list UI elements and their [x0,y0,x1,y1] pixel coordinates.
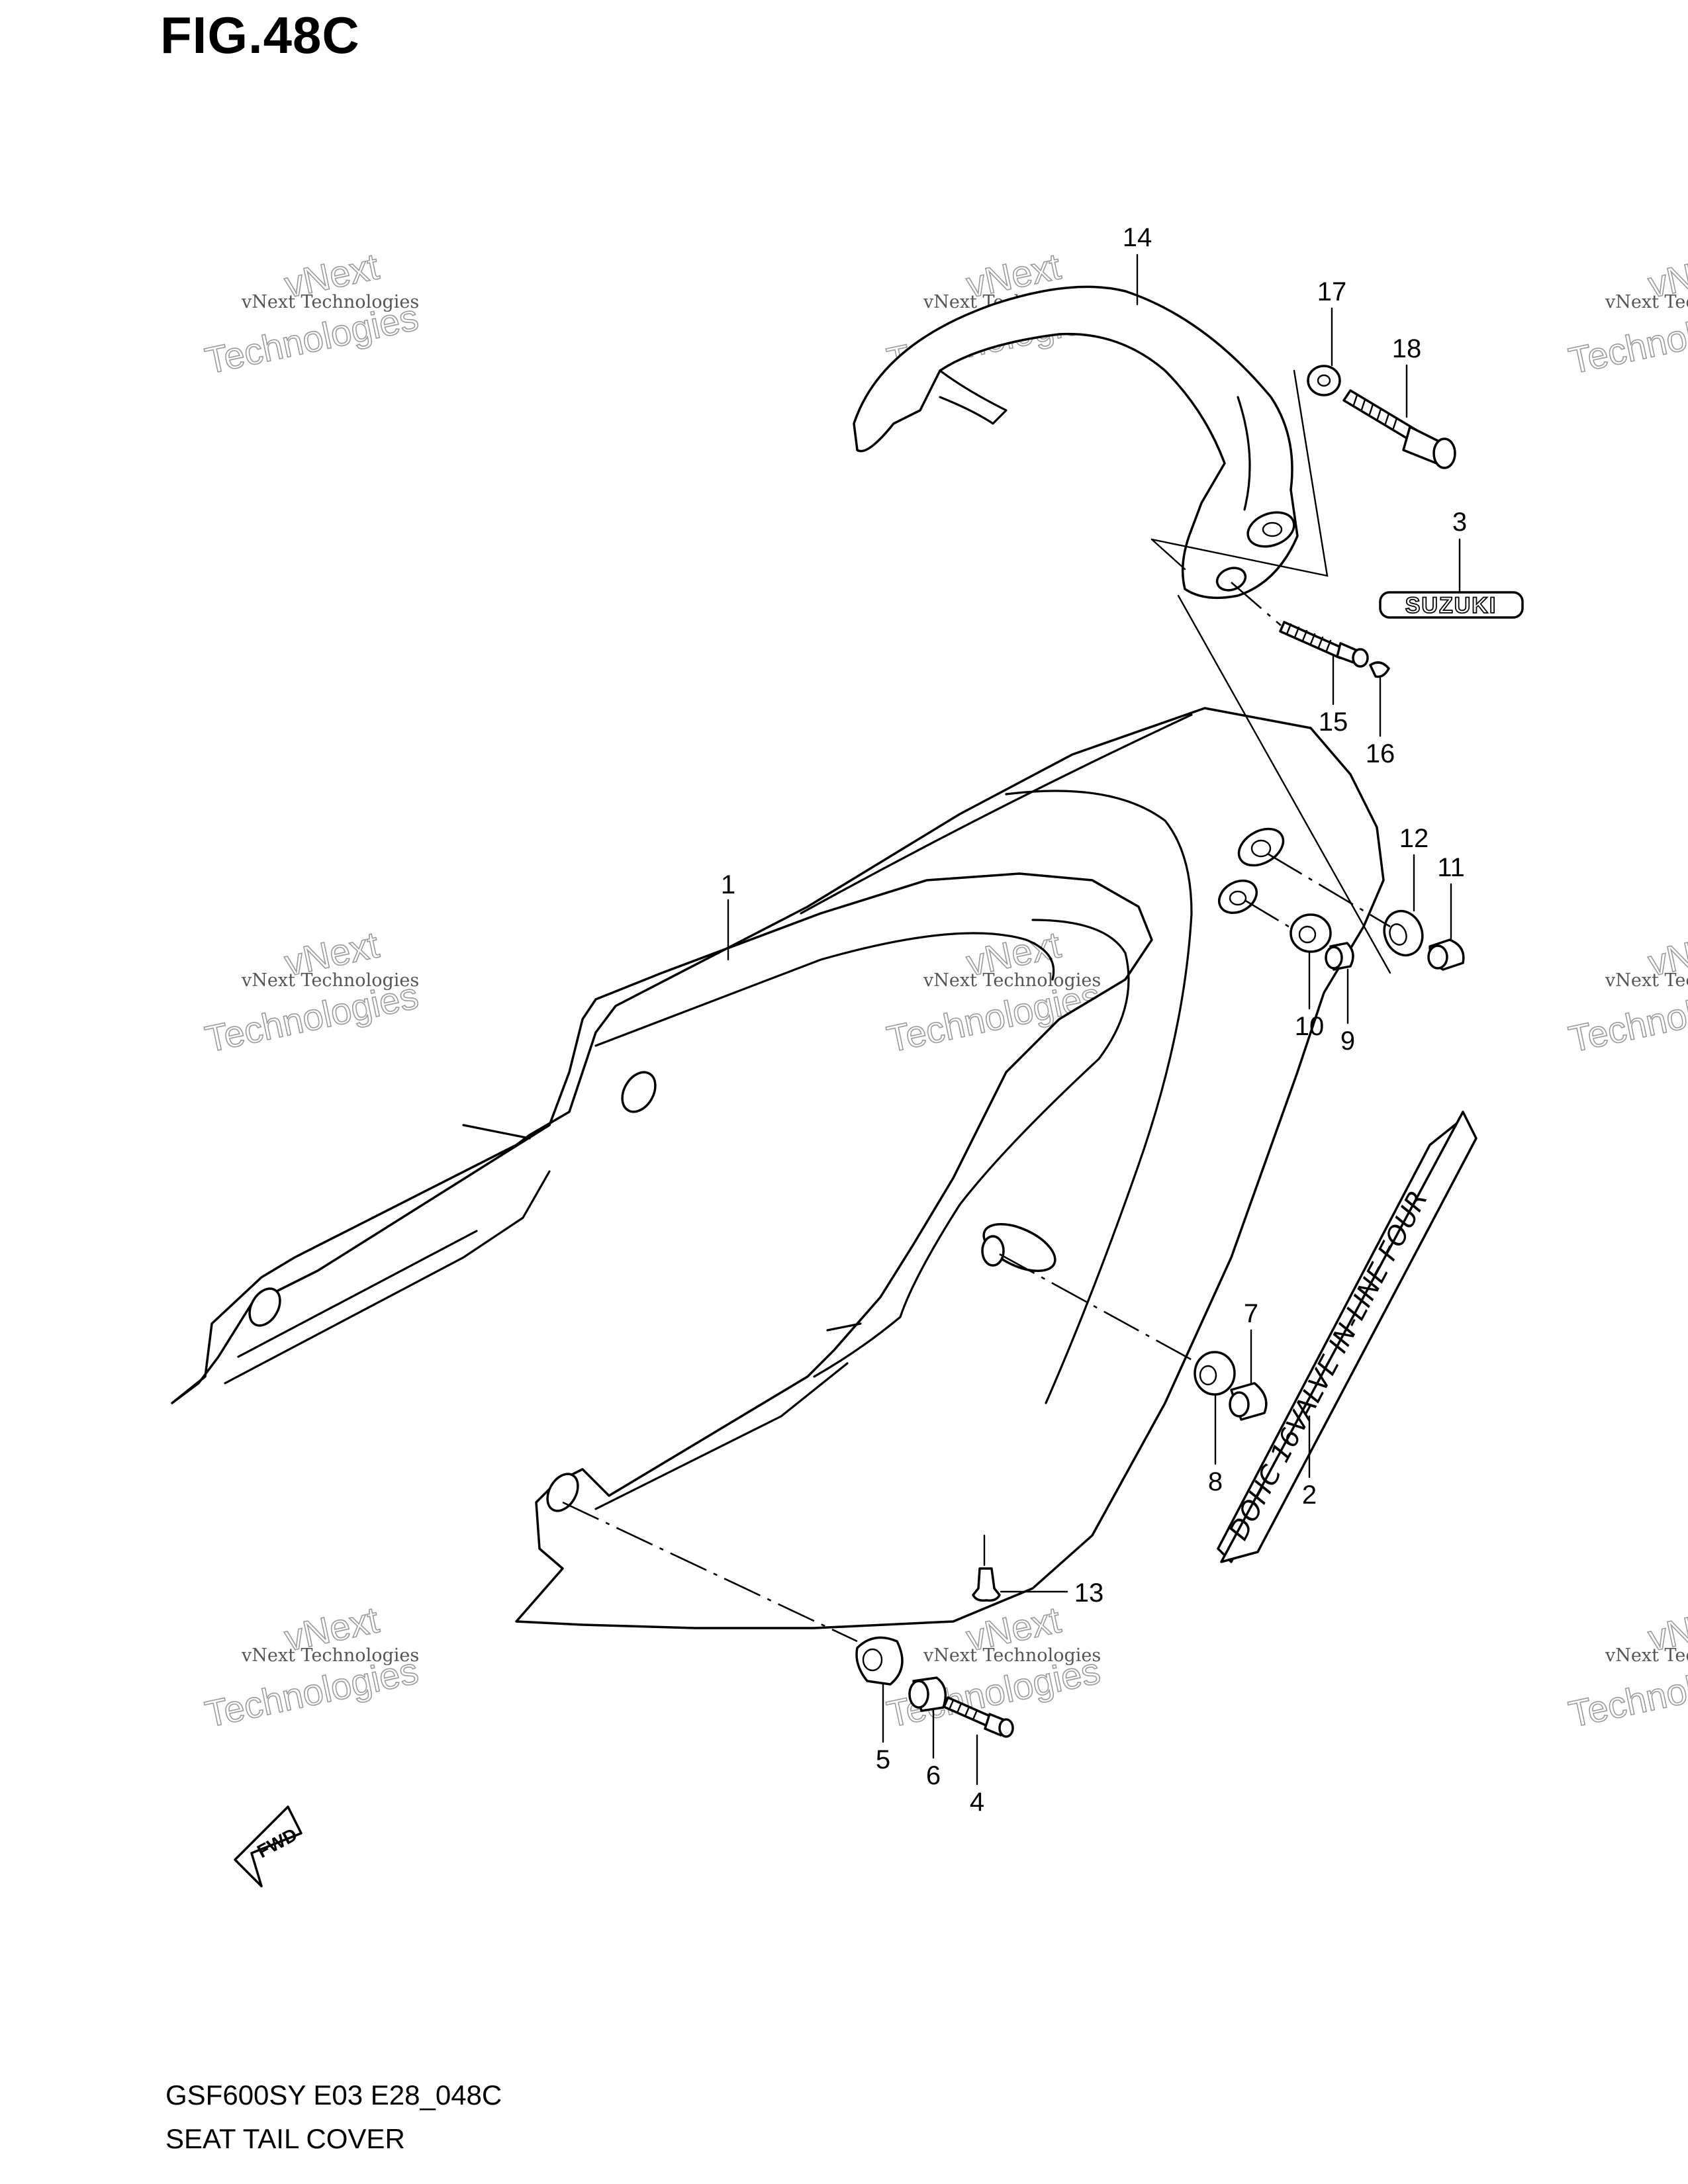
callout-5: 5 [876,1745,890,1774]
callout-12: 12 [1399,824,1429,853]
grommet-part-5 [855,1636,904,1686]
callout-3: 3 [1452,508,1467,537]
watermark-line1: vNext Technologies [241,292,419,312]
watermark: vNext Technologies vNext Technologies [1565,1598,1688,1735]
callout-7: 7 [1244,1299,1258,1328]
callout-9: 9 [1340,1026,1355,1056]
rail-guide-line [1150,369,1329,577]
figure-title: FIG.48C [160,6,360,64]
callout-group: 1 2 3 4 5 6 7 8 9 10 11 12 13 14 15 16 1… [721,223,1467,1817]
callout-16: 16 [1366,739,1395,768]
bolt-part-4 [943,1696,1014,1738]
callout-6: 6 [926,1761,941,1790]
callout-2: 2 [1302,1480,1317,1510]
collar-part-6 [908,1676,947,1712]
grommet-part-10 [1289,913,1332,953]
callout-10: 10 [1295,1012,1325,1041]
clip-part-13 [972,1534,1001,1602]
watermark-line2: vNext [1644,1598,1688,1659]
model-code: GSF600SY E03 E28_048C [165,2079,502,2111]
assembly-line [1177,594,1391,974]
cap-part-16 [1369,661,1390,678]
watermark: vNext Technologies vNext Technologies [1565,923,1688,1060]
callout-8: 8 [1208,1467,1223,1496]
washer-part-17 [1307,365,1341,396]
seat-tail-cover-part-1 [171,707,1385,1629]
emblem-text: SUZUKI [1405,593,1497,618]
assembly-line [1244,899,1295,931]
callout-18: 18 [1392,334,1422,363]
callout-11: 11 [1437,853,1465,882]
callout-4: 4 [970,1788,984,1817]
watermark-line1: vNext Technologies [241,970,419,991]
collar-part-7 [1229,1382,1268,1421]
watermark: vNext Technologies vNext Technologies [201,1598,422,1735]
assembly-line [1267,852,1391,928]
collar-part-9 [1325,942,1354,971]
watermark: vNext Technologies vNext Technologies [201,923,422,1060]
emblem-part-3: SUZUKI [1379,591,1524,619]
grab-rail-part-14 [853,285,1299,600]
callout-13: 13 [1074,1578,1104,1608]
forward-direction-arrow: FWD [234,1805,303,1888]
watermark-line1: vNext Technologies [923,970,1101,991]
rail-guide-line [1150,538,1186,570]
watermark: vNext Technologies vNext Technologies [1565,244,1688,382]
watermark-line1: vNext Technologies [1605,1645,1688,1666]
callout-17: 17 [1317,277,1347,306]
grommet-part-8 [1194,1351,1236,1396]
watermark-line2: vNext [1644,923,1688,983]
watermark-line1: vNext Technologies [1605,970,1688,991]
watermark-line2: vNext [1644,245,1688,305]
watermark: vNext Technologies vNext Technologies [201,244,422,382]
watermark-line1: vNext Technologies [1605,292,1688,312]
watermark-line1: vNext Technologies [923,1645,1101,1666]
assembly-line [999,1253,1199,1365]
section-name: SEAT TAIL COVER [165,2123,405,2154]
decal-text: DOHC 16VALVE IN-LINE FOUR [1223,1186,1434,1545]
bolt-part-18 [1342,389,1456,469]
bolt-part-15 [1231,582,1369,668]
callout-14: 14 [1123,223,1152,252]
callout-15: 15 [1319,707,1348,737]
callout-1: 1 [721,870,735,899]
collar-part-11 [1427,938,1465,971]
watermark-line1: vNext Technologies [241,1645,419,1666]
assembly-line [562,1501,858,1643]
grommet-part-12 [1383,909,1424,957]
